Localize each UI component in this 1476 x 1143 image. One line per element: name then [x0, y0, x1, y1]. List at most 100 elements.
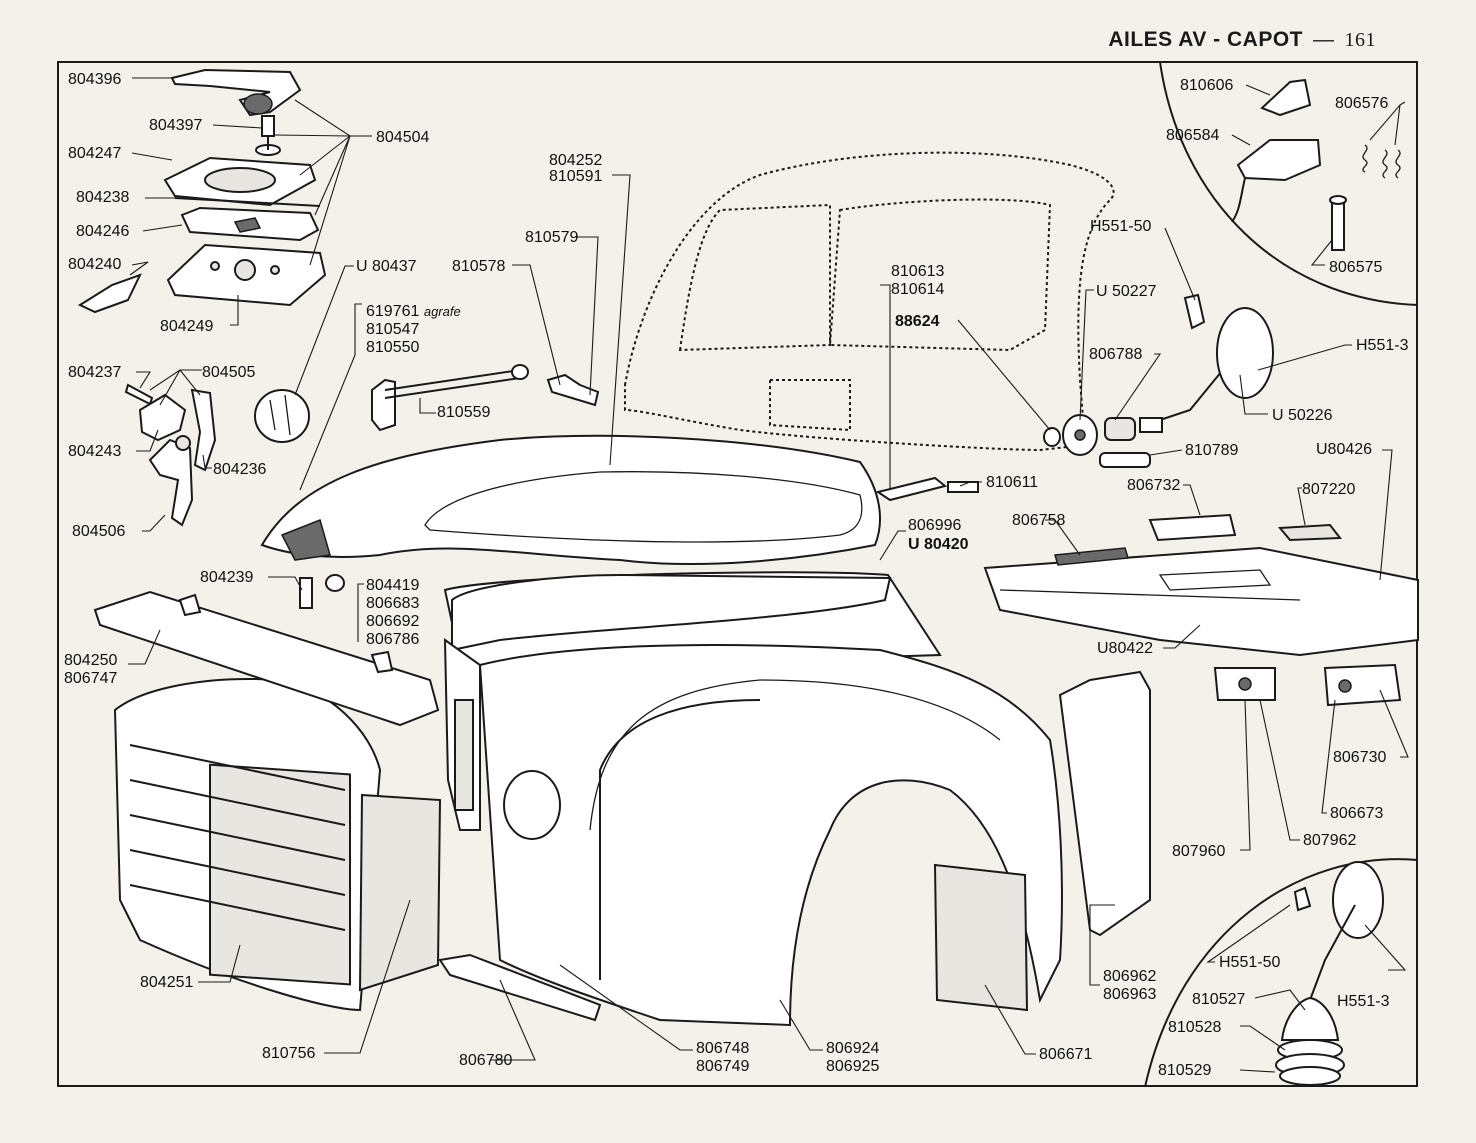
- label-806786: 806786: [366, 631, 420, 648]
- label-807220: 807220: [1302, 481, 1356, 498]
- label-806788: 806788: [1089, 346, 1143, 363]
- page-title: AILES AV - CAPOT: [1108, 28, 1303, 51]
- label-U80426: U80426: [1316, 441, 1373, 458]
- front-cowl-panel: [443, 571, 942, 672]
- label-810756: 810756: [262, 1045, 316, 1062]
- cab-outline-dashed: [624, 151, 1115, 452]
- mirror-base-lower: [1275, 996, 1345, 1086]
- label-804506: 804506: [72, 523, 126, 540]
- label-810578: 810578: [452, 258, 506, 275]
- label-804247: 804247: [68, 145, 122, 162]
- leader-lines: [128, 77, 1409, 1073]
- label-804419: 804419: [366, 577, 420, 594]
- label-806925: 806925: [826, 1058, 880, 1075]
- label-810550: 810550: [366, 339, 420, 356]
- latch-pin: [255, 115, 281, 156]
- label-619761-number: 619761: [366, 303, 420, 320]
- label-U50227: U 50227: [1096, 283, 1157, 300]
- label-H551-50-lower: H551-50: [1219, 954, 1281, 971]
- mirror-base-washer: [1043, 427, 1061, 447]
- label-806671: 806671: [1039, 1046, 1093, 1063]
- label-810579: 810579: [525, 229, 579, 246]
- latch-hook: [148, 435, 194, 527]
- label-H551-3-lower: H551-3: [1337, 993, 1390, 1010]
- label-619761-note: agrafe: [423, 304, 461, 319]
- label-810528: 810528: [1168, 1019, 1222, 1036]
- label-806732: 806732: [1127, 477, 1181, 494]
- hinge-bracket: [138, 393, 187, 442]
- cover-seal: [1277, 523, 1342, 542]
- label-804505: 804505: [202, 364, 256, 381]
- label-804249: 804249: [160, 318, 214, 335]
- latch-slide: [180, 206, 320, 242]
- label-804239: 804239: [200, 569, 254, 586]
- hood-hinge: [875, 476, 948, 502]
- label-804252: 804252: [549, 152, 603, 169]
- label-806780: 806780: [459, 1052, 513, 1069]
- label-810591: 810591: [549, 168, 603, 185]
- page-header: AILES AV - CAPOT — 161: [1108, 28, 1376, 52]
- label-804238: 804238: [76, 189, 130, 206]
- mirror-head: [1216, 307, 1274, 399]
- rubber-strip: [1054, 547, 1129, 566]
- page-number: 161: [1344, 29, 1376, 51]
- mudflap: [933, 863, 1029, 1012]
- bottom-rail: [438, 953, 602, 1022]
- support-bracket-left: [1213, 667, 1276, 701]
- hood-latch-handle: [170, 68, 302, 117]
- label-810613: 810613: [891, 263, 945, 280]
- label-806584: 806584: [1166, 127, 1220, 144]
- label-804396: 804396: [68, 71, 122, 88]
- catch-pin: [1329, 195, 1347, 251]
- grille-nut: [325, 574, 345, 592]
- label-804237: 804237: [68, 364, 122, 381]
- support-bracket-right: [1323, 663, 1402, 707]
- hood-stay-bracket: [546, 373, 600, 407]
- label-806748: 806748: [696, 1040, 750, 1057]
- label-810789: 810789: [1185, 442, 1239, 459]
- label-810529: 810529: [1158, 1062, 1212, 1079]
- label-806962: 806962: [1103, 968, 1157, 985]
- label-804240: 804240: [68, 256, 122, 273]
- label-H551-3: H551-3: [1356, 337, 1409, 354]
- label-H551-50: H551-50: [1090, 218, 1152, 235]
- label-U50226: U 50226: [1272, 407, 1333, 424]
- bottom-right-inset-arc: [1144, 858, 1419, 1088]
- floor-pan: [983, 546, 1419, 657]
- label-810527: 810527: [1192, 991, 1246, 1008]
- inner-side-panel: [443, 638, 481, 831]
- hinge-pin: [947, 481, 979, 493]
- hood-stay-rod: [371, 364, 529, 432]
- mirror-base: [1062, 414, 1098, 456]
- label-806730: 806730: [1333, 749, 1387, 766]
- label-806963: 806963: [1103, 986, 1157, 1003]
- label-807960: 807960: [1172, 843, 1226, 860]
- label-806758: 806758: [1012, 512, 1066, 529]
- label-806683: 806683: [366, 595, 420, 612]
- title-separator: —: [1313, 28, 1335, 51]
- rear-wing-panel: [1058, 670, 1151, 937]
- hood-panel: [260, 434, 881, 566]
- label-807962: 807962: [1303, 832, 1357, 849]
- mirror-rubber-sleeve: [1104, 417, 1136, 441]
- label-806924: 806924: [826, 1040, 880, 1057]
- label-810547: 810547: [366, 321, 420, 338]
- label-804243: 804243: [68, 443, 122, 460]
- label-U80420: U 80420: [908, 536, 969, 553]
- label-806575: 806575: [1329, 259, 1383, 276]
- label-619761: 619761 agrafe: [366, 303, 461, 320]
- wing-edge-bead: [599, 699, 761, 980]
- radiator-grille: [113, 678, 382, 1012]
- label-806692: 806692: [366, 613, 420, 630]
- label-810614: 810614: [891, 281, 945, 298]
- hinge-strap: [190, 388, 217, 472]
- label-810611: 810611: [986, 474, 1039, 491]
- top-right-inset-arc: [1159, 61, 1419, 306]
- label-806749: 806749: [696, 1058, 750, 1075]
- rubber-cap: [254, 389, 310, 443]
- mirror-nut-lower: [1293, 886, 1312, 912]
- hinge-bolt: [124, 383, 154, 406]
- label-804397: 804397: [149, 117, 203, 134]
- mirror-spacer-tube: [1099, 452, 1151, 468]
